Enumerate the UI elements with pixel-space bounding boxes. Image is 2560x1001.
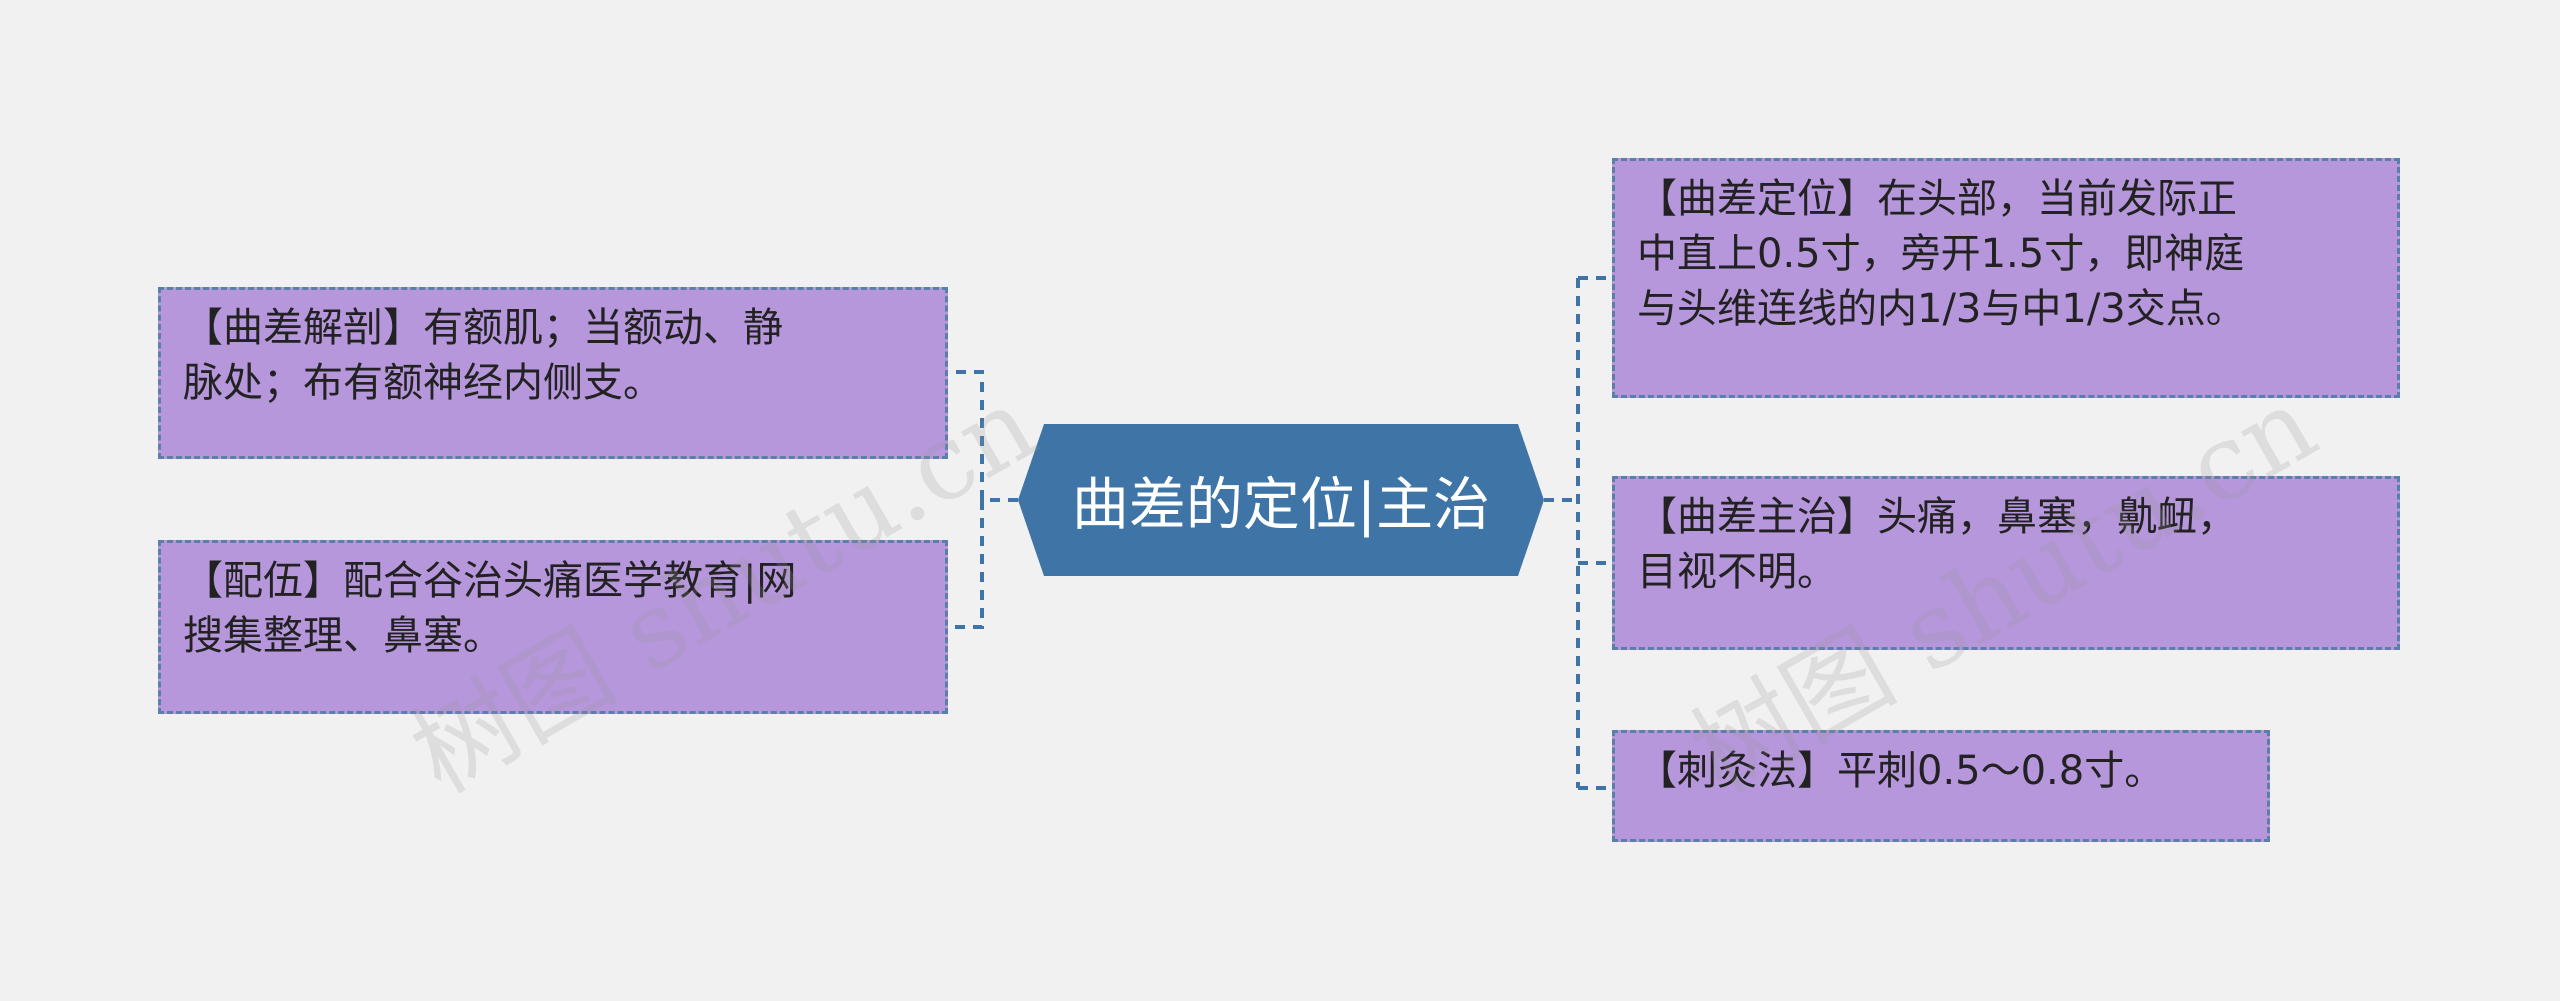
connector-left-branch-2 bbox=[948, 500, 984, 629]
topic-line: 与头维连线的内1/3与中1/3交点。 bbox=[1637, 286, 2246, 332]
topic-line: 【刺灸法】平刺0.5～0.8寸。 bbox=[1637, 748, 2165, 794]
topic-indications[interactable]: 【曲差主治】头痛，鼻塞，鼽衄， 目视不明。 bbox=[1612, 476, 2400, 650]
topic-line: 【曲差定位】在头部，当前发际正 bbox=[1637, 176, 2237, 222]
connector-left-trunk bbox=[948, 370, 1018, 502]
topic-combination[interactable]: 【配伍】配合谷治头痛医学教育|网 搜集整理、鼻塞。 bbox=[158, 540, 948, 714]
topic-location[interactable]: 【曲差定位】在头部，当前发际正 中直上0.5寸，旁开1.5寸，即神庭 与头维连线… bbox=[1612, 158, 2400, 398]
topic-line: 脉处；布有额神经内侧支。 bbox=[183, 360, 663, 406]
topic-line: 【配伍】配合谷治头痛医学教育|网 bbox=[183, 558, 797, 604]
central-topic-label: 曲差的定位|主治 bbox=[1071, 472, 1491, 538]
topic-line: 搜集整理、鼻塞。 bbox=[183, 613, 503, 659]
central-topic[interactable]: 曲差的定位|主治 bbox=[1018, 424, 1544, 576]
topic-anatomy[interactable]: 【曲差解剖】有额肌；当额动、静 脉处；布有额神经内侧支。 bbox=[158, 287, 948, 459]
central-topic-shape bbox=[1018, 424, 1544, 576]
topic-needling[interactable]: 【刺灸法】平刺0.5～0.8寸。 bbox=[1612, 730, 2270, 842]
topic-line: 【曲差解剖】有额肌；当额动、静 bbox=[183, 305, 783, 351]
topic-line: 【曲差主治】头痛，鼻塞，鼽衄， bbox=[1637, 494, 2237, 540]
topic-line: 目视不明。 bbox=[1637, 549, 1837, 595]
topic-line: 中直上0.5寸，旁开1.5寸，即神庭 bbox=[1637, 231, 2245, 277]
